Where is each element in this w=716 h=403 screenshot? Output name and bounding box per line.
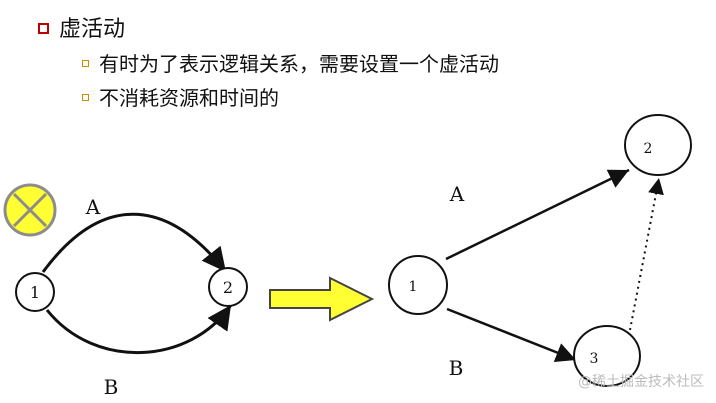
right-node-3: [573, 325, 641, 387]
main-bullet: 虚活动: [38, 15, 125, 45]
right-edge-a-label: A: [449, 182, 465, 206]
sub-bullet-1-text: 有时为了表示逻辑关系，需要设置一个虚活动: [99, 52, 499, 76]
sub-bullet-2-text: 不消耗资源和时间的: [99, 86, 279, 110]
right-node-1-label: 1: [409, 279, 418, 295]
right-node-2: [624, 114, 692, 176]
red-square-bullet-icon: [38, 22, 49, 34]
right-dummy-edge: [629, 177, 664, 331]
left-node-2: [208, 267, 248, 307]
left-edge-a-label: A: [85, 195, 101, 219]
sub-bullet-1: 有时为了表示逻辑关系，需要设置一个虚活动: [82, 50, 499, 78]
right-node-1: [388, 255, 448, 315]
left-edge-b-label: B: [104, 375, 119, 399]
transition-arrow-icon: [269, 276, 375, 322]
left-node-2-label: 2: [223, 278, 233, 297]
right-edge-b-label: B: [449, 356, 464, 380]
orange-square-bullet-icon: [82, 60, 89, 67]
yellow-x-icon: [3, 183, 57, 237]
orange-square-bullet-icon: [82, 94, 89, 101]
right-node-3-label: 3: [590, 351, 599, 367]
right-node-2-label: 2: [644, 141, 653, 157]
right-network-diagram: 1 2 3 A B: [388, 114, 692, 387]
main-bullet-text: 虚活动: [59, 17, 126, 42]
sub-bullet-2: 不消耗资源和时间的: [82, 84, 279, 112]
watermark: @稀土掘金技术社区: [578, 374, 704, 390]
left-network-diagram: 1 2 A B: [15, 195, 248, 399]
right-edge-b: [446, 307, 577, 362]
left-edge-b: [45, 304, 233, 354]
left-edge-a: [41, 212, 228, 273]
right-edge-a: [445, 168, 630, 261]
left-node-1-label: 1: [30, 283, 40, 302]
left-node-1: [15, 272, 55, 312]
